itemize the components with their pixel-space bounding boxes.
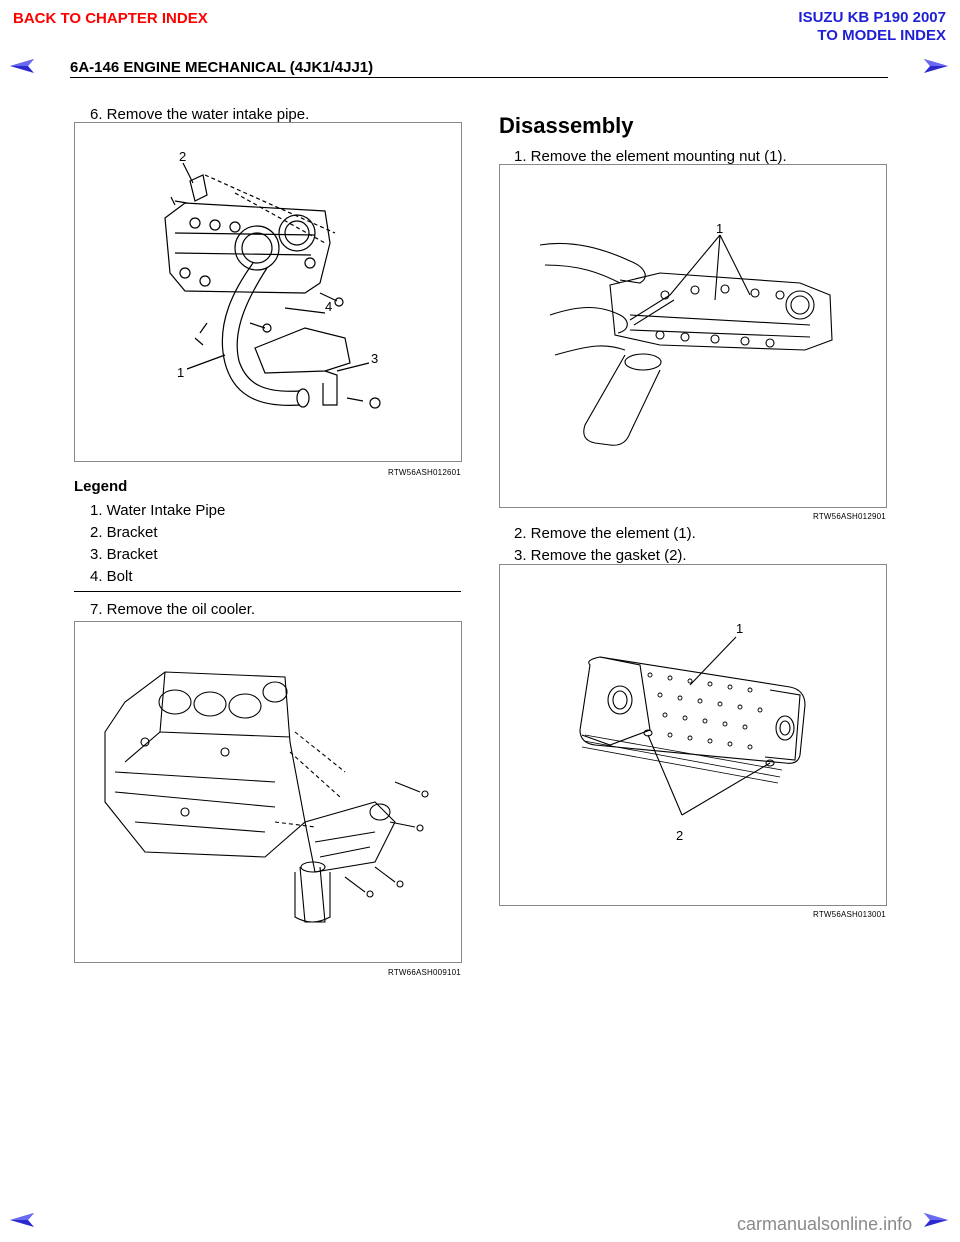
to-model-index-text[interactable]: TO MODEL INDEX [817,27,946,44]
legend-heading: Legend [74,478,128,495]
figure-code: RTW56ASH013001 [813,910,886,919]
legend-rule [74,591,461,592]
step-1-text: 1. Remove the element mounting nut (1). [514,148,787,165]
element-nut-removal-illustration: 1 [539,221,833,446]
legend-item-3: 3. Bracket [90,546,158,563]
back-to-chapter-index-link[interactable]: BACK TO CHAPTER INDEX [13,10,208,27]
figure-water-intake-pipe: 2 4 3 1 [74,122,462,462]
figure-element-mounting-nut: 1 [499,164,887,508]
legend-item-2: 2. Bracket [90,524,158,541]
prev-page-arrow-icon[interactable] [8,1211,36,1229]
figure-element-gasket: 1 2 [499,564,887,906]
figure-code: RTW66ASH009101 [388,968,461,977]
legend-item-1: 1. Water Intake Pipe [90,502,226,519]
prev-page-arrow-icon[interactable] [8,57,36,75]
figure-oil-cooler-removal [74,621,462,963]
model-name-text: ISUZU KB P190 2007 [798,9,946,26]
step-2-text: 2. Remove the element (1). [514,525,696,542]
callout-2: 2 [179,149,186,164]
figure-code: RTW56ASH012601 [388,468,461,477]
figure-code: RTW56ASH012901 [813,512,886,521]
callout-2: 2 [676,828,683,843]
next-page-arrow-icon[interactable] [922,57,950,75]
water-intake-pipe-illustration: 2 4 3 1 [164,149,381,409]
page-title: 6A-146 ENGINE MECHANICAL (4JK1/4JJ1) [70,59,374,76]
callout-3: 3 [371,351,378,366]
legend-item-4: 4. Bolt [90,568,133,585]
oil-cooler-element-illustration: 1 2 [579,621,806,843]
step-6-text: 6. Remove the water intake pipe. [90,106,310,123]
watermark: carmanualsonline.info [737,1214,913,1234]
section-title: Disassembly [499,113,634,138]
next-page-arrow-icon[interactable] [922,1211,950,1229]
callout-1: 1 [736,621,743,636]
model-index-link[interactable]: ISUZU KB P190 2007 TO MODEL INDEX [798,9,946,45]
step-3-text: 3. Remove the gasket (2). [514,547,687,564]
oil-cooler-engine-illustration [104,671,429,923]
header-rule [70,77,888,78]
callout-1: 1 [716,221,723,236]
callout-4: 4 [325,299,332,314]
step-7-text: 7. Remove the oil cooler. [90,601,256,618]
callout-1: 1 [177,365,184,380]
